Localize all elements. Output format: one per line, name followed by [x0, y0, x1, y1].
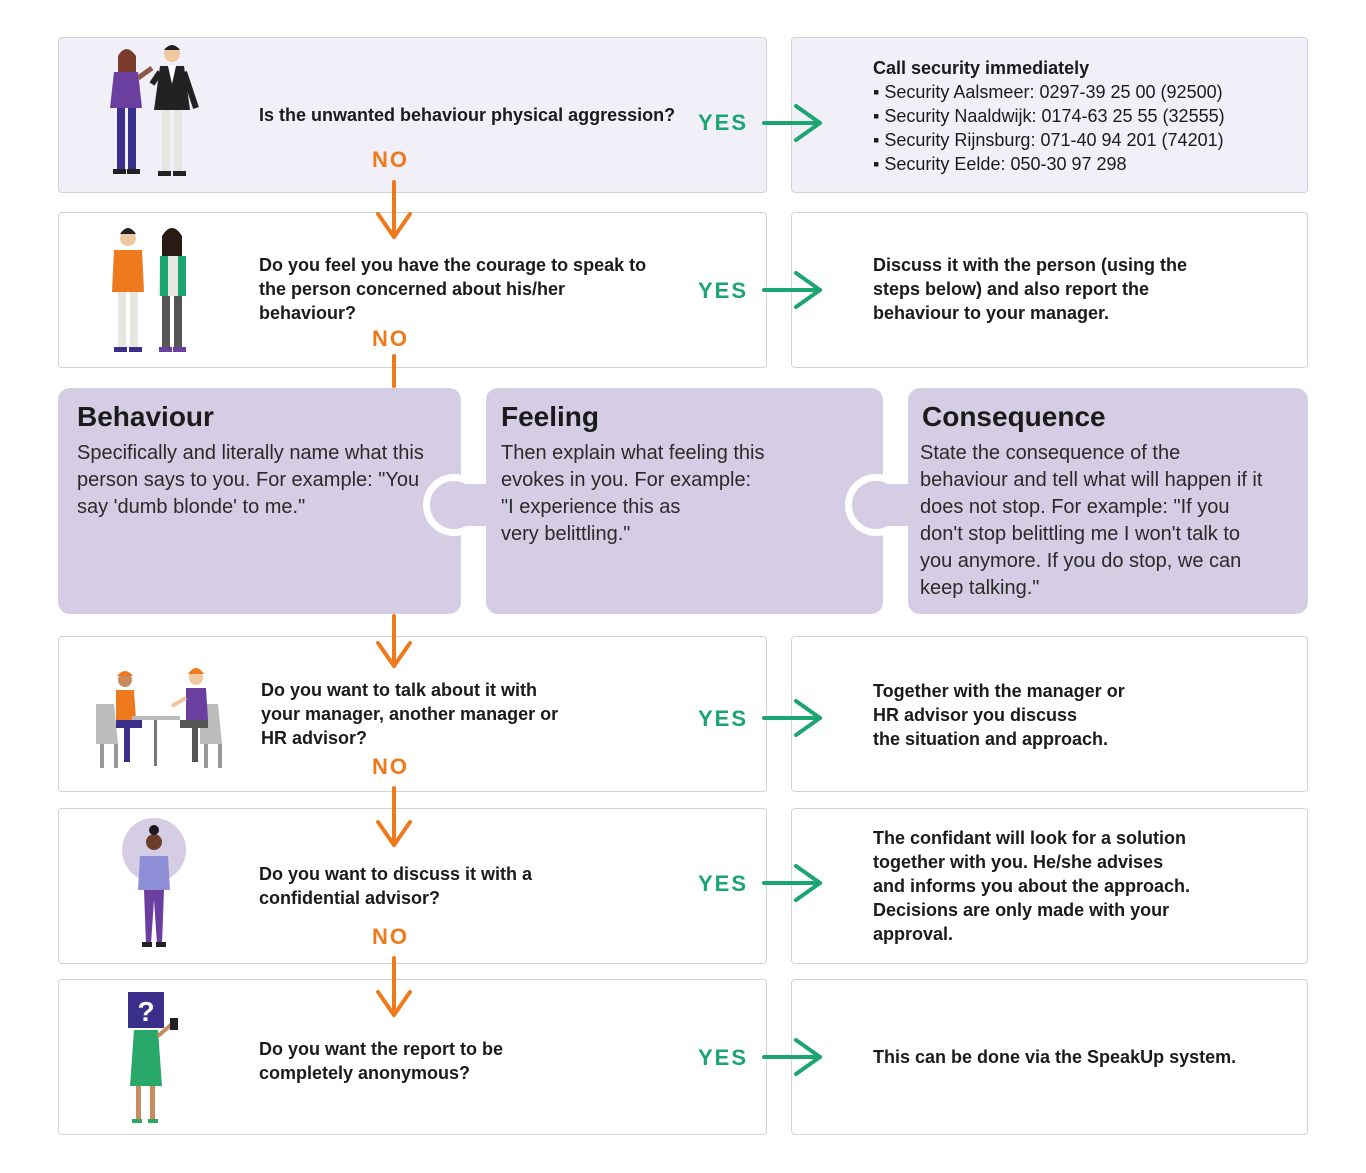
illustration-two-people-arguing — [110, 45, 199, 176]
answer-box-call-security — [791, 37, 1308, 193]
question-talk-manager: Do you want to talk about it with your m… — [261, 680, 559, 748]
question-box-talk-manager — [58, 636, 767, 792]
no-arrow-3 — [376, 614, 412, 668]
puzzle-title-behaviour: Behaviour — [77, 401, 214, 432]
puzzle-piece-behaviour — [58, 388, 461, 614]
answer-box-discuss-with-person — [791, 212, 1308, 368]
answer-box-speakup — [791, 979, 1308, 1135]
security-rijnsburg: ▪ Security Rijnsburg: 071-40 94 201 (742… — [873, 130, 1224, 150]
yes-label-3: YES — [698, 706, 749, 731]
puzzle-piece-consequence — [908, 388, 1308, 614]
question-box-anonymous — [58, 979, 767, 1135]
answer-confidant-solution: The confidant will look for a solution t… — [873, 828, 1191, 944]
puzzle-text-consequence: State the consequence of the behaviour a… — [920, 442, 1263, 599]
question-mark-icon: ? — [137, 996, 154, 1027]
puzzle-piece-feeling — [486, 388, 883, 614]
illustration-two-people-talking — [112, 228, 186, 352]
yes-label-4: YES — [698, 871, 749, 896]
puzzle-text-feeling: Then explain what feeling this evokes in… — [501, 442, 765, 545]
yes-arrow-2 — [762, 271, 822, 309]
security-eelde: ▪ Security Eelde: 050-30 97 298 — [873, 154, 1127, 174]
no-arrow-5 — [376, 956, 412, 1017]
answer-call-security-title: Call security immediately — [873, 58, 1090, 78]
puzzle-text-behaviour: Specifically and literally name what thi… — [77, 442, 424, 518]
yes-label-1: YES — [698, 110, 749, 135]
illustration-confidential-advisor — [122, 818, 186, 947]
question-courage: Do you feel you have the courage to spea… — [259, 255, 647, 323]
puzzle-connector-1-fill — [461, 484, 486, 526]
no-label-3: NO — [372, 754, 409, 779]
question-anonymous: Do you want the report to be completely … — [259, 1039, 504, 1083]
no-arrow-1 — [376, 180, 412, 239]
question-physical-aggression: Is the unwanted behaviour physical aggre… — [259, 105, 676, 125]
illustration-anonymous-person: ? — [128, 992, 178, 1123]
yes-arrow-5 — [762, 1038, 822, 1076]
yes-arrow-4 — [762, 864, 822, 902]
answer-call-security: Call security immediately ▪ Security Aal… — [873, 56, 1225, 176]
answer-box-discuss-situation — [791, 636, 1308, 792]
illustration-meeting-at-table — [96, 668, 222, 768]
security-aalsmeer: ▪ Security Aalsmeer: 0297-39 25 00 (9250… — [873, 82, 1223, 102]
no-arrow-4 — [376, 786, 412, 847]
puzzle-title-consequence: Consequence — [922, 401, 1106, 432]
no-label-4: NO — [372, 924, 409, 949]
answer-speakup: This can be done via the SpeakUp system. — [873, 1047, 1237, 1067]
answer-discuss-situation: Together with the manager or HR advisor … — [873, 681, 1125, 749]
answer-discuss-with-person: Discuss it with the person (using the st… — [873, 255, 1188, 323]
yes-arrow-1 — [762, 104, 822, 142]
puzzle-connector-2-fill — [883, 484, 908, 526]
yes-label-2: YES — [698, 278, 749, 303]
puzzle-title-feeling: Feeling — [501, 401, 600, 432]
no-label-2: NO — [372, 326, 409, 351]
question-confidential-advisor: Do you want to discuss it with a confide… — [259, 864, 533, 908]
answer-box-confidant-solution — [791, 808, 1308, 964]
yes-arrow-3 — [762, 699, 822, 737]
no-label-1: NO — [372, 147, 409, 172]
security-naaldwijk: ▪ Security Naaldwijk: 0174-63 25 55 (325… — [873, 106, 1225, 126]
yes-label-5: YES — [698, 1045, 749, 1070]
